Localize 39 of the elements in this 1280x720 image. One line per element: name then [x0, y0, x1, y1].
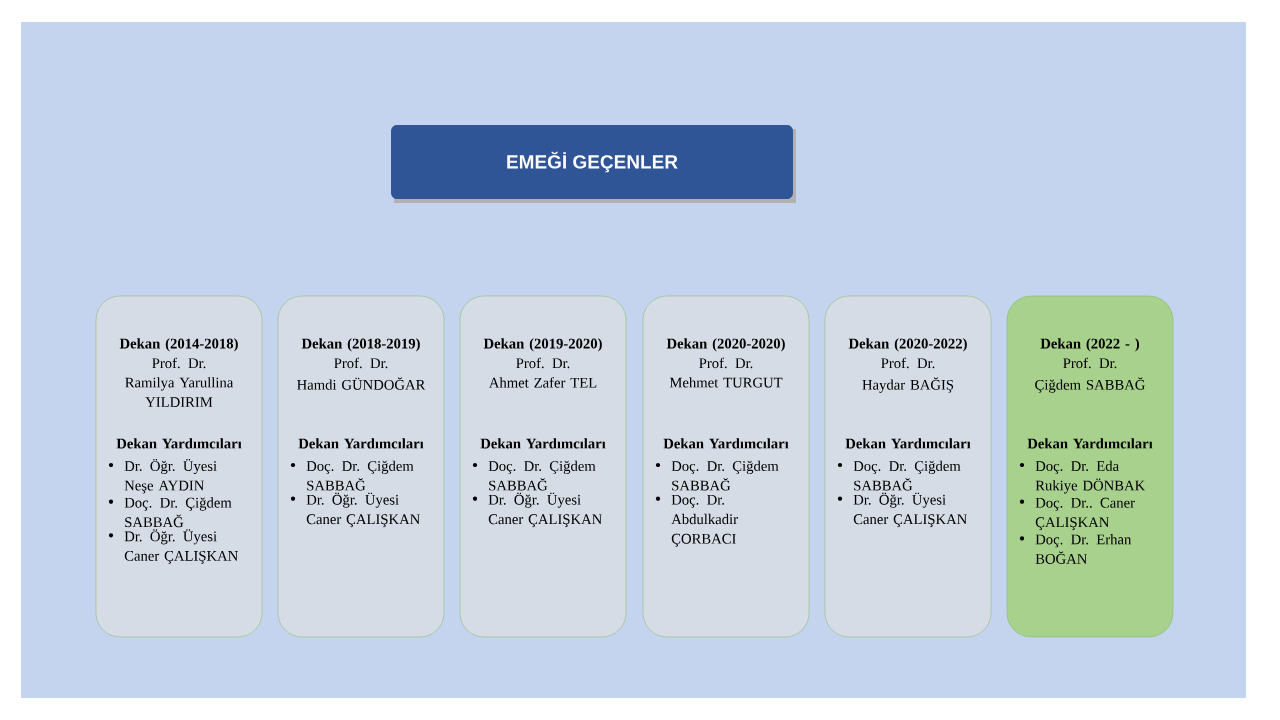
section-heading: Dekan Yardımcıları [1027, 438, 1153, 449]
academic-title: Prof. Dr. [152, 357, 206, 369]
list-item: Doç. Dr. Çiğdem SABBAĞ [837, 460, 961, 491]
list-item: Doç. Dr.. Caner ÇALIŞKAN [1019, 497, 1135, 531]
card-heading: Dekan (2019-2020) [483, 338, 602, 352]
list-item: Dr. Öğr. Üyesi Caner ÇALIŞKAN [472, 492, 602, 528]
card-heading: Dekan (2022 - ) [1040, 338, 1140, 352]
card-heading: Dekan (2014-2018) [119, 338, 238, 352]
academic-title: Prof. Dr. [334, 357, 388, 369]
dean-name: Mehmet TURGUT [669, 377, 783, 388]
list-item: Doç. Dr. Çiğdem SABBAĞ [655, 460, 779, 491]
card-heading: Dekan (2020-2020) [666, 338, 785, 352]
list-item: Doç. Dr. Çiğdem SABBAĞ [472, 460, 596, 491]
academic-title: Prof. Dr. [1063, 357, 1117, 369]
list-item: Dr. Öğr. Üyesi Neşe AYDIN [108, 458, 217, 494]
dean-name: Ramilya Yarullina YILDIRIM [125, 377, 234, 407]
section-heading: Dekan Yardımcıları [480, 438, 606, 449]
list-item: Doç. Dr. Çiğdem SABBAĞ [108, 497, 232, 528]
dean-name: Haydar BAĞIŞ [862, 377, 954, 393]
list-item: Doç. Dr. Çiğdem SABBAĞ [290, 460, 414, 491]
title-box: EMEĞİ GEÇENLER [391, 125, 796, 203]
list-item: Doç. Dr. Eda Rukiye DÖNBAK [1019, 460, 1146, 494]
dean-name: Çiğdem SABBAĞ [1035, 377, 1145, 393]
list-item: Dr. Öğr. Üyesi Caner ÇALIŞKAN [290, 492, 420, 528]
list-item: Doç. Dr. Erhan BOĞAN [1019, 534, 1132, 564]
section-heading: Dekan Yardımcıları [298, 438, 424, 449]
card-heading: Dekan (2020-2022) [848, 338, 967, 352]
card-heading: Dekan (2018-2019) [301, 338, 420, 352]
section-heading: Dekan Yardımcıları [845, 438, 971, 449]
list-item: Dr. Öğr. Üyesi Caner ÇALIŞKAN [108, 529, 238, 564]
list-item: Doç. Dr. Abdulkadir ÇORBACI [655, 494, 738, 547]
academic-title: Prof. Dr. [516, 357, 570, 369]
academic-title: Prof. Dr. [881, 357, 935, 369]
section-heading: Dekan Yardımcıları [116, 438, 242, 449]
dean-name: Ahmet Zafer TEL [489, 377, 597, 388]
dean-name: Hamdi GÜNDOĞAR [297, 377, 426, 390]
list-item: Dr. Öğr. Üyesi Caner ÇALIŞKAN [837, 492, 967, 528]
academic-title: Prof. Dr. [699, 357, 753, 369]
section-heading: Dekan Yardımcıları [663, 438, 789, 449]
